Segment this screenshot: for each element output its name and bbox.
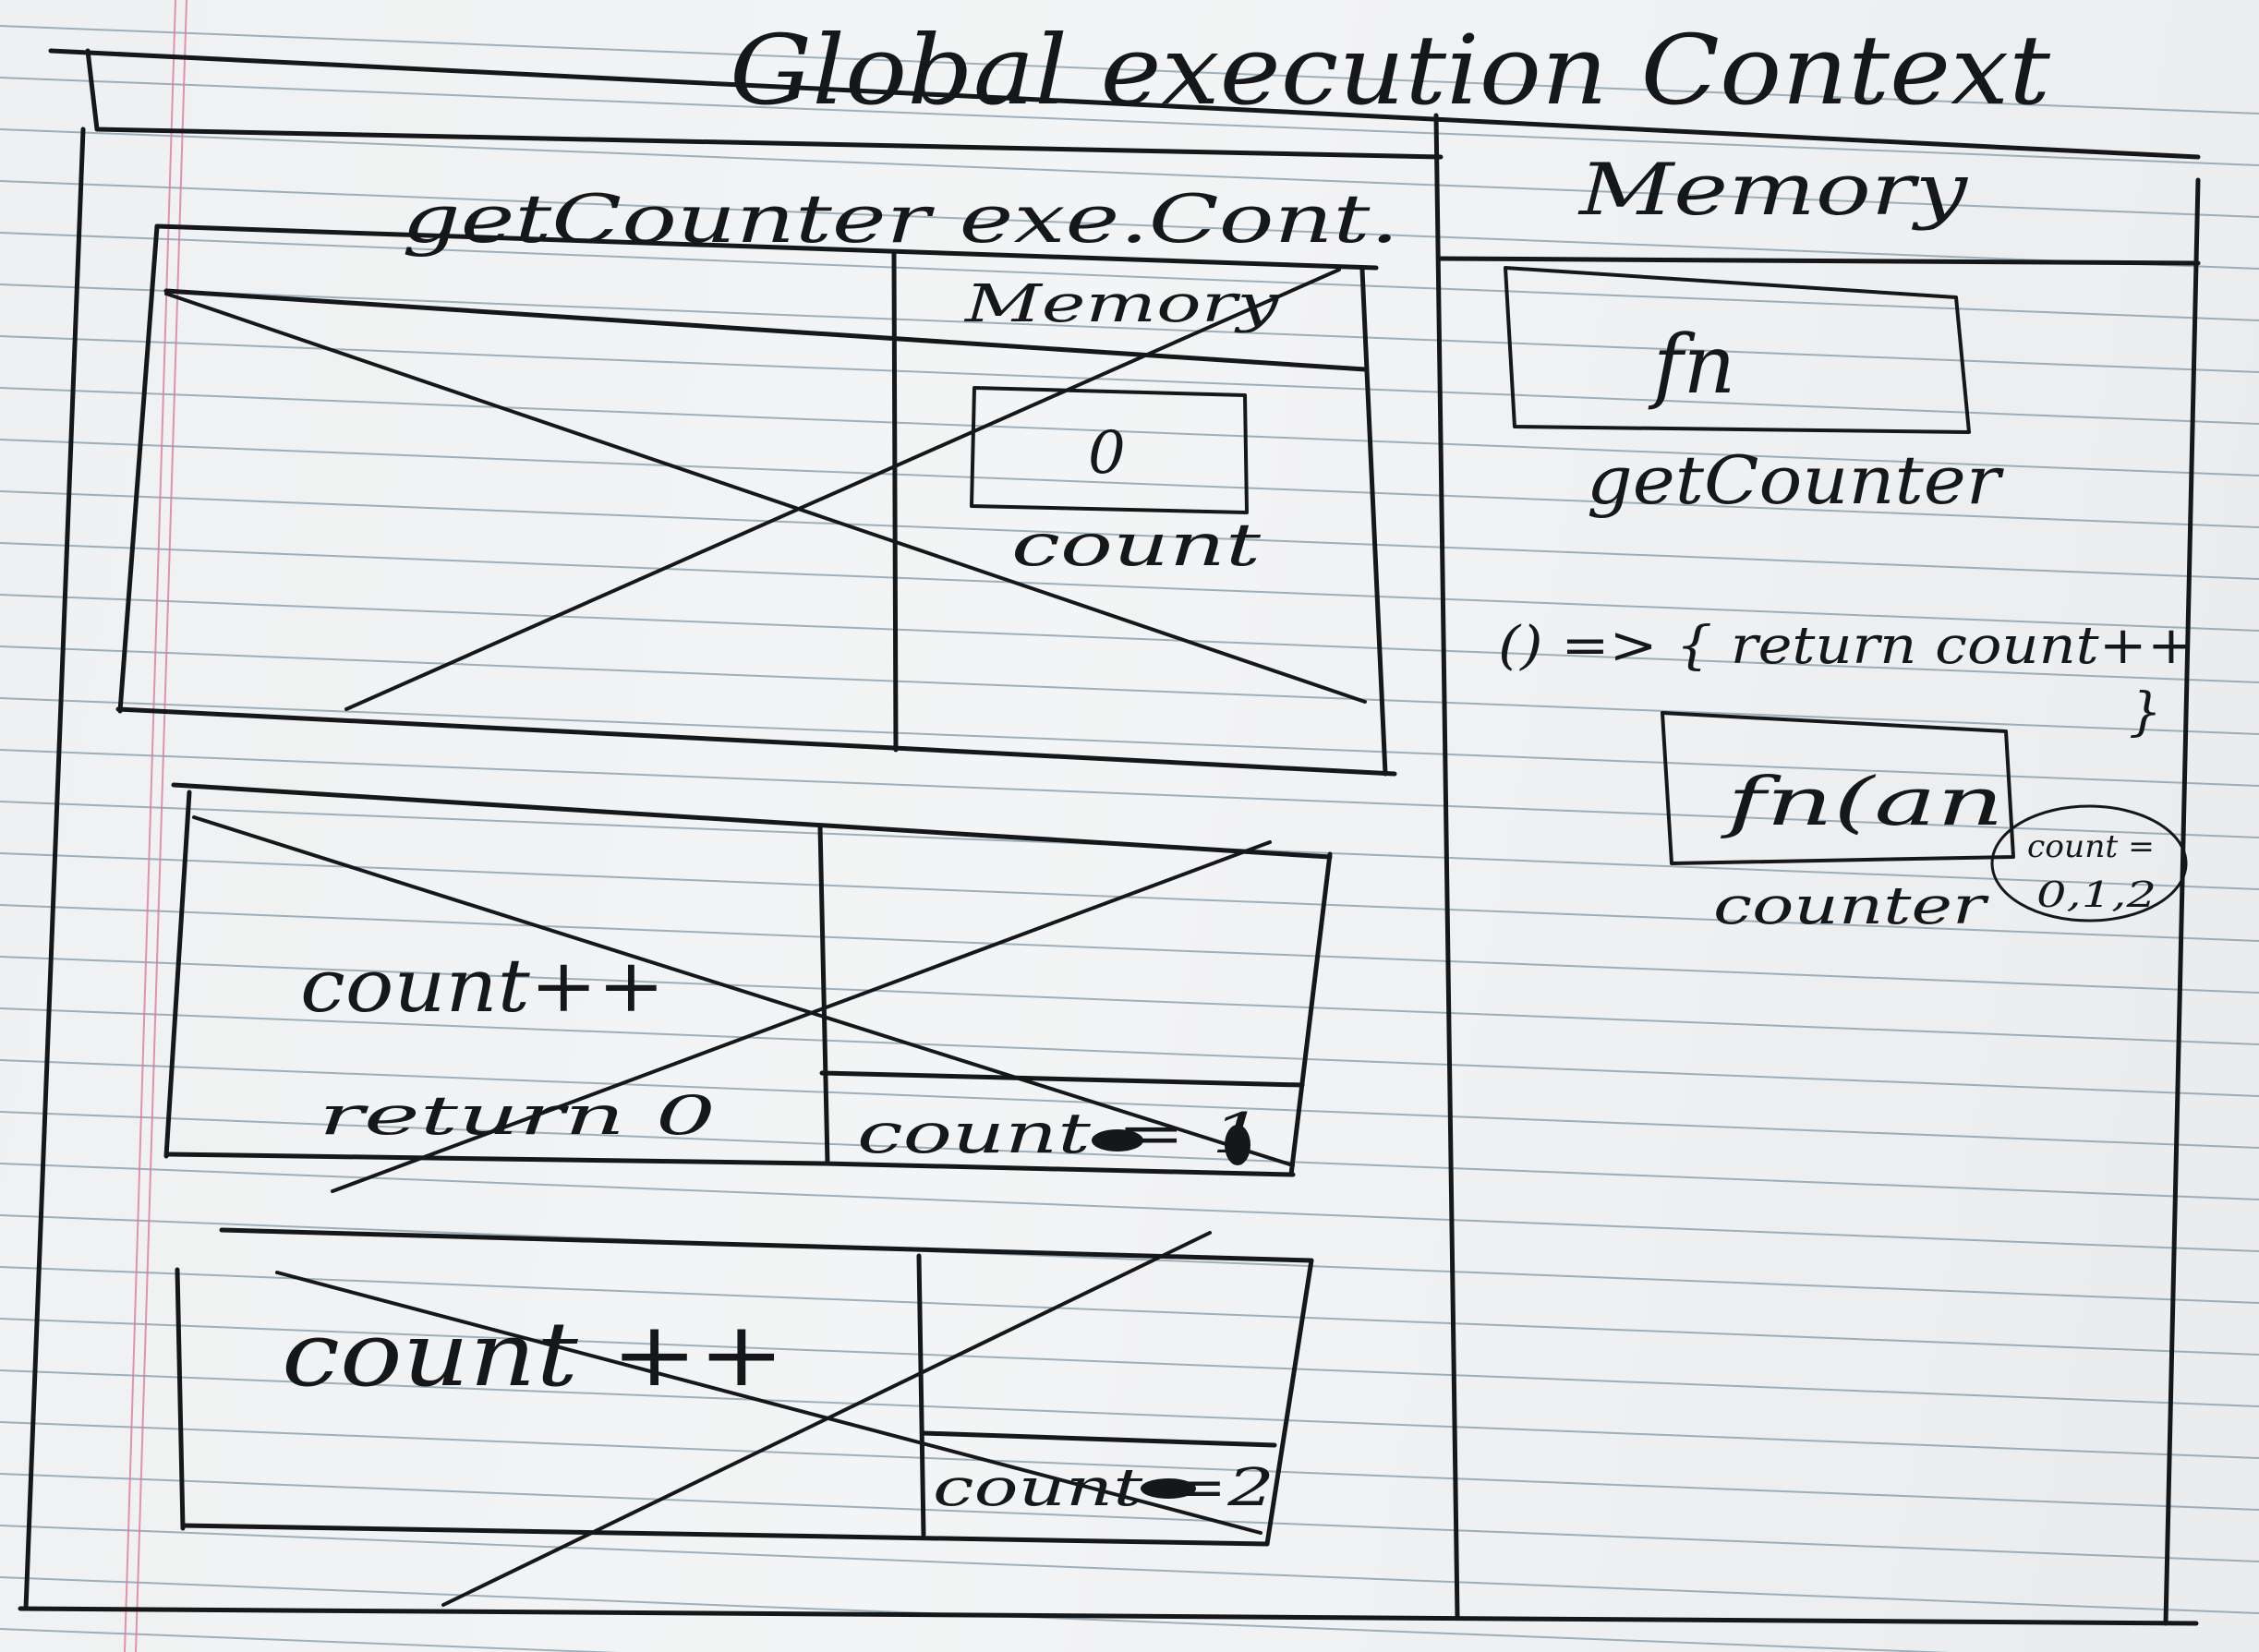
closure-count-label: count =	[2027, 828, 2155, 865]
rule-line	[0, 25, 2259, 115]
inner-memory-var: count	[1011, 512, 1261, 580]
rule-line	[0, 904, 2259, 994]
second-call-memory-text: count =2	[933, 1458, 1274, 1518]
counter-var-label: counter	[1713, 876, 1989, 936]
margin-line	[124, 0, 176, 1652]
getcounter-fn-value: fn	[1648, 317, 1735, 412]
rule-line	[0, 387, 2259, 476]
rule-line	[0, 542, 2259, 632]
ink-blot	[1225, 1125, 1250, 1165]
rule-line	[0, 439, 2259, 528]
rule-line	[0, 1059, 2259, 1149]
rule-line	[0, 77, 2259, 166]
rule-line	[0, 232, 2259, 321]
rule-line	[0, 1214, 2259, 1304]
rule-line	[0, 852, 2259, 942]
rule-line	[0, 180, 2259, 270]
rule-line	[0, 749, 2259, 838]
getcounter-context-heading: getCounter exe.Cont.	[402, 180, 1399, 258]
first-call-exec-context: count++ return 0 count = 1	[163, 782, 1333, 1193]
closure-bubble	[1990, 804, 2188, 922]
rule-line	[0, 1473, 2259, 1562]
rule-line	[0, 1318, 2259, 1407]
arrow-function-code: () => { return count++	[1498, 616, 2195, 676]
second-call-exec-context: count ++ count =2	[175, 1227, 1314, 1607]
second-call-code-line1: count ++	[282, 1303, 785, 1406]
rule-line	[0, 128, 2259, 218]
inner-memory-value: 0	[1088, 419, 1126, 488]
inner-memory-heading: Memory	[964, 274, 1281, 334]
global-memory-heading: Memory	[1576, 149, 1968, 232]
getcounter-exec-context: getCounter exe.Cont. Memory 0 count	[115, 180, 1399, 777]
rule-line	[0, 1007, 2259, 1097]
ink-blot	[1141, 1478, 1196, 1499]
counter-fn-value: fn(an	[1720, 763, 2004, 840]
rule-line	[0, 335, 2259, 425]
rule-line	[0, 1266, 2259, 1356]
closure-count-values: 0,1,2	[2036, 874, 2156, 915]
rule-line	[0, 1576, 1951, 1652]
rule-line	[0, 283, 2259, 373]
global-memory-section: Memory fn getCounter () => { return coun…	[1498, 149, 2195, 936]
first-call-code-line1: count++	[300, 943, 665, 1029]
rule-line	[0, 1421, 2259, 1511]
rule-line	[0, 956, 2259, 1045]
rule-line	[0, 1163, 2259, 1252]
rule-line	[0, 1525, 2259, 1614]
diagram-title: Global execution Context	[730, 14, 2050, 127]
rule-line	[0, 645, 2259, 735]
margin-line	[135, 0, 187, 1652]
rule-line	[0, 594, 2259, 683]
rule-line	[0, 1628, 619, 1652]
rule-line	[0, 697, 2259, 787]
getcounter-var-label: getCounter	[1587, 441, 2004, 519]
global-context-frame	[18, 48, 2201, 1626]
ink-blot	[1092, 1129, 1143, 1152]
first-call-memory-text: count = 1	[857, 1102, 1263, 1166]
rule-line	[0, 1111, 2259, 1200]
first-call-code-line2: return 0	[319, 1084, 716, 1147]
arrow-function-close-brace: }	[2129, 682, 2162, 742]
rule-line	[0, 1369, 2259, 1459]
rule-line	[0, 490, 2259, 580]
